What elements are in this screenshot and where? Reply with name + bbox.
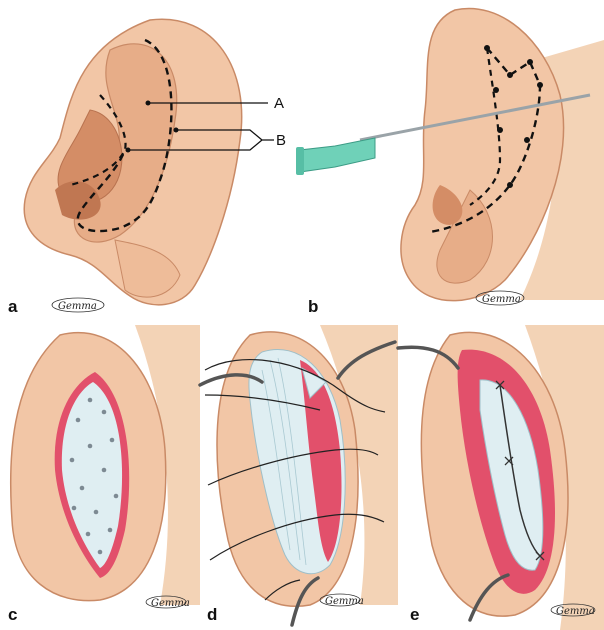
ear-posterior-cavity (432, 185, 463, 225)
callout-label-b: B (276, 132, 286, 149)
artist-signature-a: Gemma (51, 297, 105, 313)
panel-letter-c: c (8, 605, 17, 624)
artist-signature-c: Gemma (145, 595, 190, 609)
panel-letter-d: d (207, 605, 217, 624)
panel-c: c Gemma (8, 325, 200, 624)
marking-dots (484, 45, 543, 188)
sutures-d (204, 359, 386, 601)
running-suture (499, 384, 541, 557)
needle-hub (299, 137, 376, 173)
ear-lobe (114, 239, 181, 298)
suture-knots (495, 380, 545, 561)
panel-d: d Gemma (198, 325, 398, 627)
svg-text:Gemma: Gemma (482, 294, 521, 305)
retractor-hooks-e (396, 345, 510, 622)
panel-e: e Gemma (396, 325, 604, 630)
perforation-dots (69, 397, 119, 555)
retractor-hooks-d (198, 340, 397, 627)
panel-b: b Gemma (296, 7, 604, 316)
scalp-background (135, 325, 200, 605)
panel-a: A B a Gemma (8, 18, 286, 316)
incision-marking-inner (69, 94, 127, 187)
needle-shaft (359, 93, 591, 142)
panel-letter-a: a (8, 297, 18, 316)
scalp-background (320, 325, 398, 605)
svg-text:Gemma: Gemma (58, 301, 97, 312)
artist-signature-b: Gemma (475, 290, 525, 306)
incision-marking (76, 38, 173, 233)
needle-hub-ring (296, 147, 304, 175)
artist-signature-d: Gemma (319, 593, 364, 607)
callout-line-b (128, 129, 274, 151)
artist-signature-e: Gemma (550, 603, 596, 617)
callout-label-a: A (274, 95, 284, 112)
panel-letter-b: b (308, 297, 318, 316)
incision-marking-posterior (429, 47, 542, 234)
exposed-cartilage (61, 382, 123, 568)
needle (296, 93, 591, 175)
panel-letter-e: e (410, 605, 419, 624)
cartilage-fold (479, 379, 544, 571)
ear-canal (55, 181, 101, 220)
svg-text:Gemma: Gemma (556, 606, 595, 617)
tissue-triangle (301, 366, 327, 399)
scalp-background (520, 40, 604, 300)
cartilage-strands (261, 357, 307, 566)
svg-text:Gemma: Gemma (151, 598, 190, 609)
svg-text:Gemma: Gemma (325, 596, 364, 607)
exposed-tissue (300, 360, 342, 562)
ear-posterior (400, 7, 565, 302)
